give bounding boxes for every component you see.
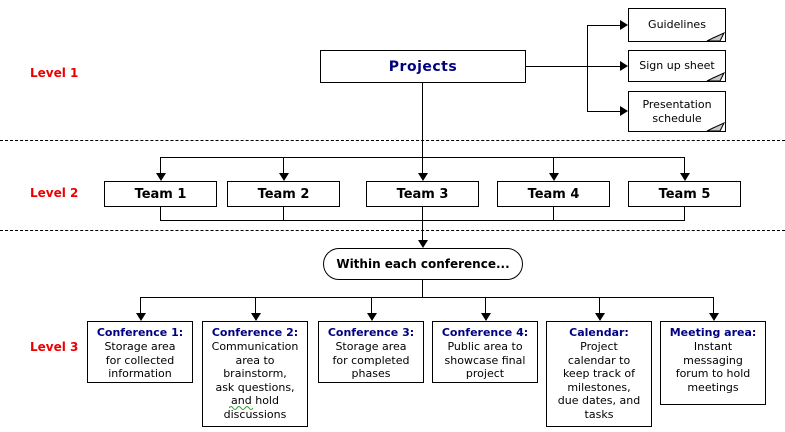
arrow-down-icon <box>549 173 559 181</box>
area-title: Meeting area: <box>669 326 757 339</box>
arrow-down-icon <box>418 240 428 248</box>
connector-line <box>422 220 423 240</box>
area-meeting-area: Meeting area: Instant messaging forum to… <box>660 321 766 405</box>
arrow-down-icon <box>680 173 690 181</box>
connector-line <box>283 207 284 220</box>
note-guidelines: Guidelines <box>628 8 726 42</box>
arrow-down-icon <box>595 313 605 321</box>
team-3-node: Team 3 <box>366 181 479 207</box>
connector-line <box>422 157 423 173</box>
page-curl-icon <box>706 71 726 82</box>
area-body: Storage area for collected information <box>104 340 176 380</box>
connector-line <box>371 297 372 313</box>
connector-line <box>140 297 713 298</box>
arrow-right-icon <box>620 20 628 30</box>
area-title: Conference 2: <box>211 326 299 339</box>
connector-line <box>684 157 685 173</box>
connector-line <box>422 280 423 297</box>
arrow-down-icon <box>418 173 428 181</box>
arrow-down-icon <box>279 173 289 181</box>
arrow-down-icon <box>709 313 719 321</box>
area-conference-4: Conference 4: Public area to showcase fi… <box>432 321 538 383</box>
team-5-node: Team 5 <box>628 181 741 207</box>
area-body: Instant messaging forum to hold meetings <box>675 340 751 394</box>
connector-line <box>553 207 554 220</box>
note-sign-up-sheet: Sign up sheet <box>628 50 726 82</box>
area-calendar: Calendar: Project calendar to keep track… <box>546 321 652 427</box>
arrow-down-icon <box>367 313 377 321</box>
connector-line <box>599 297 600 313</box>
arrow-right-icon <box>620 61 628 71</box>
area-title: Conference 3: <box>327 326 415 339</box>
area-title: Conference 1: <box>96 326 184 339</box>
area-conference-2: Conference 2: Communication area to brai… <box>202 321 308 427</box>
area-title: Calendar: <box>569 326 629 339</box>
connector-line <box>140 297 141 313</box>
projects-node: Projects <box>320 50 526 83</box>
connector-line <box>422 83 423 157</box>
team-4-node: Team 4 <box>497 181 610 207</box>
note-presentation-schedule: Presentation schedule <box>628 91 726 132</box>
connector-line <box>713 297 714 313</box>
arrow-right-icon <box>620 106 628 116</box>
team-2-node: Team 2 <box>227 181 340 207</box>
connector-line <box>526 66 620 67</box>
area-body: Storage area for completed phases <box>332 340 410 380</box>
team-1-node: Team 1 <box>104 181 217 207</box>
note-label: Sign up sheet <box>639 59 715 72</box>
note-label: Guidelines <box>648 18 706 31</box>
connector-line <box>283 157 284 173</box>
area-body: Project calendar to keep track of milest… <box>557 340 641 421</box>
separator-dashed-line-1 <box>0 140 785 141</box>
level-2-label: Level 2 <box>30 186 79 200</box>
note-label: Presentation schedule <box>642 97 712 125</box>
arrow-down-icon <box>156 173 166 181</box>
spellcheck-squiggle-icon <box>229 406 254 410</box>
arrow-down-icon <box>481 313 491 321</box>
page-curl-icon <box>705 31 726 42</box>
page-curl-icon <box>706 121 726 132</box>
connector-line <box>160 157 161 173</box>
connector-line <box>684 207 685 220</box>
arrow-down-icon <box>136 313 146 321</box>
connector-line <box>255 297 256 313</box>
level-1-label: Level 1 <box>30 66 79 80</box>
within-each-conference-node: Within each conference... <box>323 248 523 280</box>
connector-line <box>485 297 486 313</box>
connector-line <box>587 111 620 112</box>
connector-line <box>587 25 620 26</box>
connector-line <box>160 207 161 220</box>
separator-dashed-line-2 <box>0 230 785 231</box>
area-conference-3: Conference 3: Storage area for completed… <box>318 321 424 383</box>
area-body: Communication area to brainstorm, ask qu… <box>211 340 299 421</box>
connector-line <box>553 157 554 173</box>
level-3-label: Level 3 <box>30 340 79 354</box>
area-conference-1: Conference 1: Storage area for collected… <box>87 321 193 383</box>
area-body: Public area to showcase final project <box>444 340 526 380</box>
connector-line <box>422 207 423 220</box>
arrow-down-icon <box>251 313 261 321</box>
area-title: Conference 4: <box>441 326 529 339</box>
connector-line <box>587 25 588 112</box>
